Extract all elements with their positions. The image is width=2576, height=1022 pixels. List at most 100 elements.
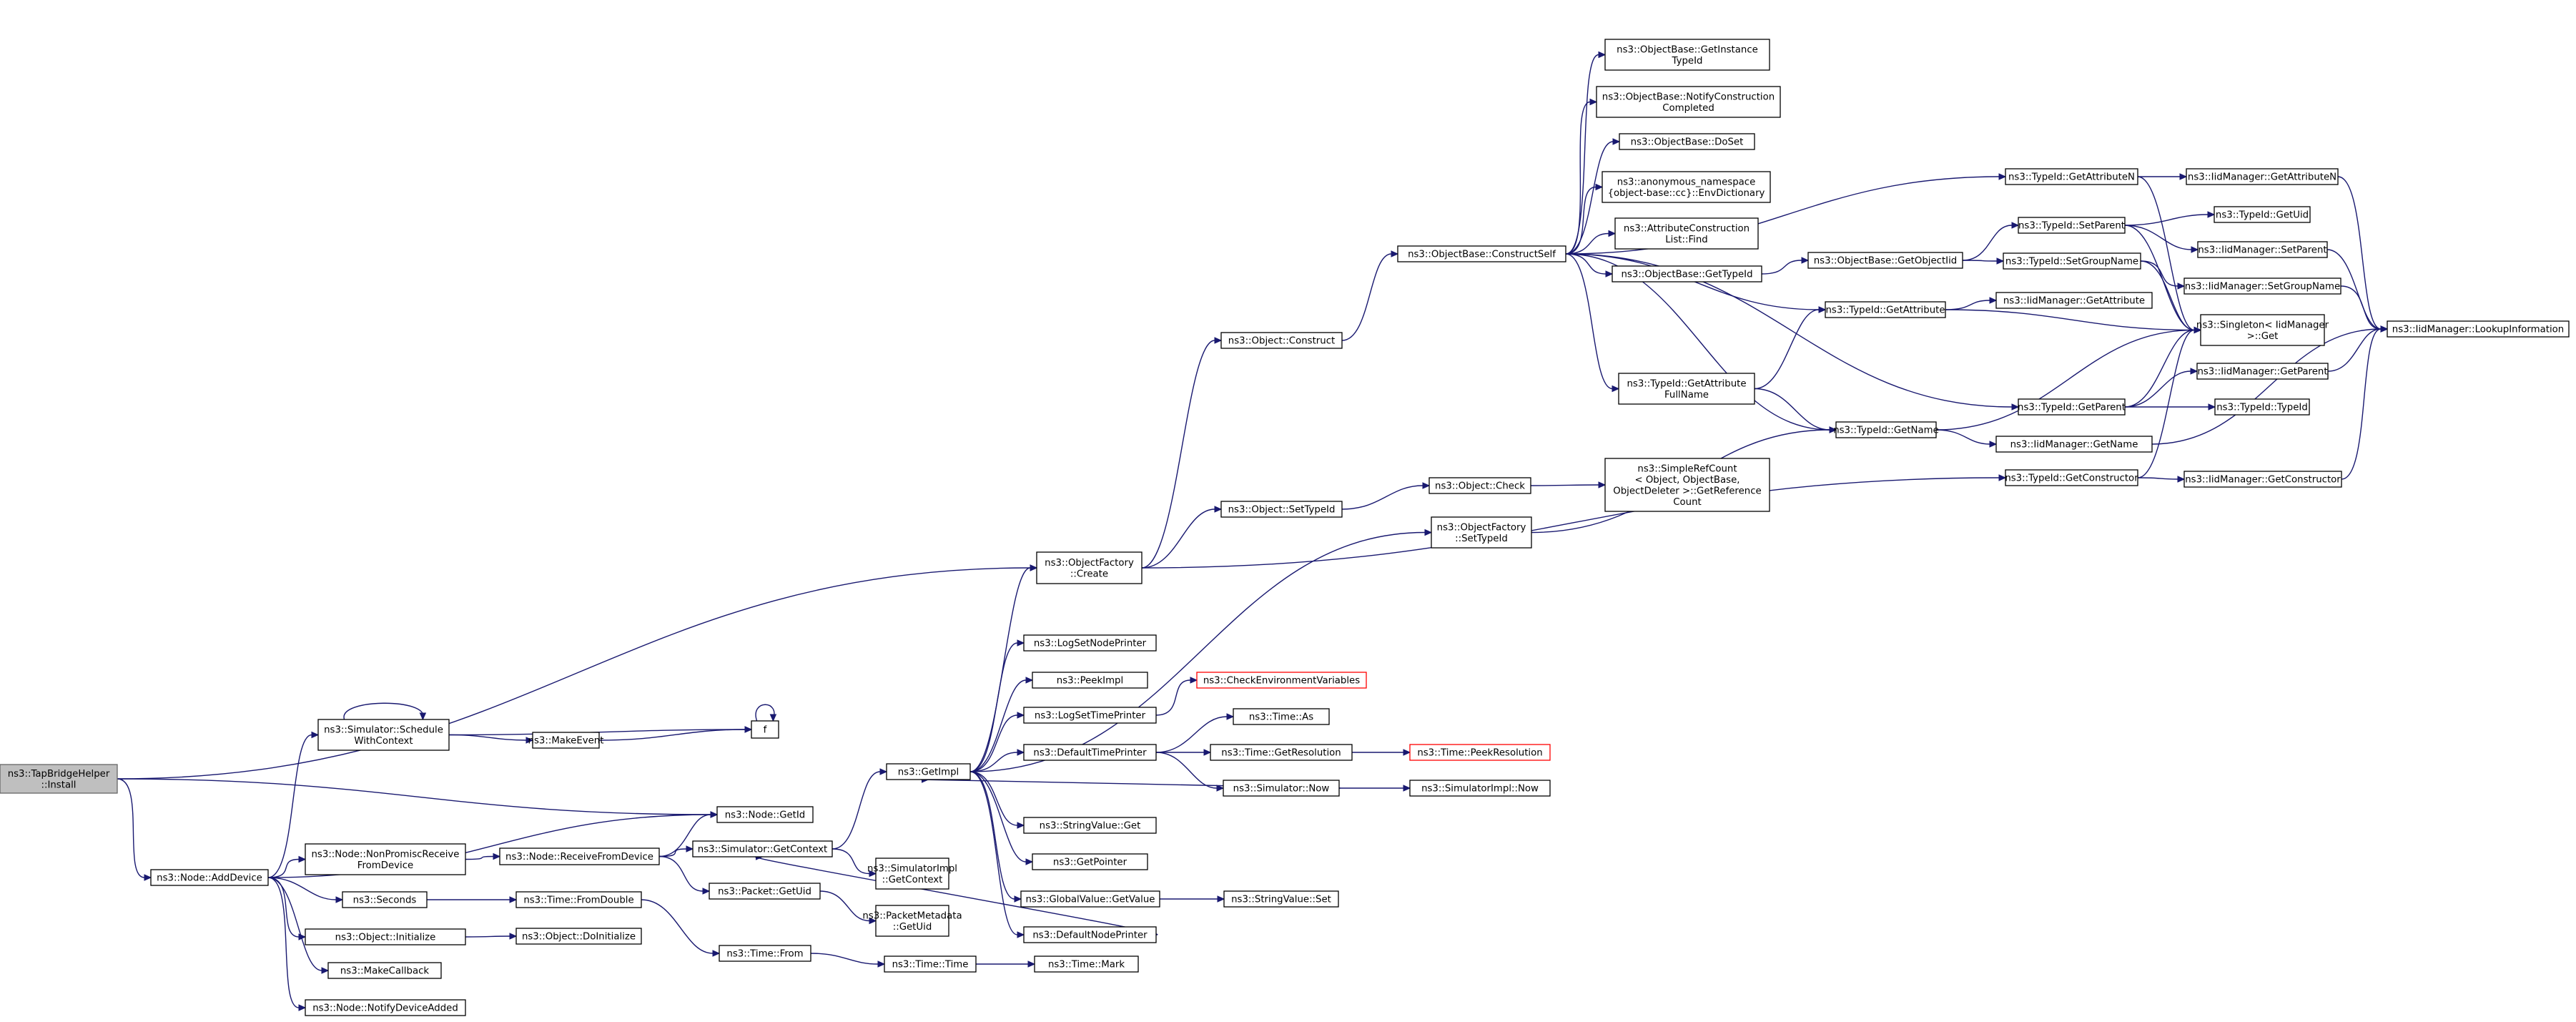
node-constructself[interactable]: ns3::ObjectBase::ConstructSelf (1397, 245, 1566, 262)
node-iidgetconstructor[interactable]: ns3::IidManager::GetConstructor (2183, 471, 2342, 488)
node-box (2214, 206, 2311, 223)
node-label: ::Create (1070, 569, 1108, 579)
node-iidgetattribute[interactable]: ns3::IidManager::GetAttribute (1995, 292, 2153, 309)
node-getid[interactable]: ns3::Node::GetId (716, 806, 814, 823)
node-checkenv[interactable]: ns3::CheckEnvironmentVariables (1196, 672, 1367, 689)
edge-constructself-to-doset (1565, 138, 1621, 255)
node-f[interactable]: f (751, 720, 779, 739)
node-box (1409, 780, 1551, 797)
node-objinit[interactable]: ns3::Object::Initialize (305, 928, 466, 945)
node-envdictionary[interactable]: ns3::anonymous_namespace{object-base::cc… (1602, 171, 1771, 203)
node-typeidsetgroupname[interactable]: ns3::TypeId::SetGroupName (2003, 252, 2141, 270)
node-box (1612, 265, 1762, 282)
node-label: ns3::ObjectFactory (1437, 522, 1526, 533)
edge-defaulttimeprinter-to-timeas (1155, 713, 1235, 753)
node-typeidsetparent[interactable]: ns3::TypeId::SetParent (2018, 217, 2126, 234)
node-objfactorycreate[interactable]: ns3::ObjectFactory::Create (1036, 551, 1143, 584)
node-iidsetgroupname[interactable]: ns3::IidManager::SetGroupName (2183, 277, 2341, 295)
node-timemark[interactable]: ns3::Time::Mark (1034, 955, 1139, 973)
edge-objfactorycreate-to-typeidgetconstructor (1141, 474, 2007, 569)
edge-typeidgetconstructor-to-iidgetconstructor (2137, 476, 2186, 483)
node-notifyconstruction[interactable]: ns3::ObjectBase::NotifyConstructionCompl… (1596, 86, 1781, 118)
node-peekimpl[interactable]: ns3::PeekImpl (1032, 672, 1148, 689)
node-root[interactable]: ns3::TapBridgeHelper::Install (0, 764, 118, 794)
node-box (2214, 398, 2310, 416)
node-timepeekres[interactable]: ns3::Time::PeekResolution (1409, 744, 1551, 761)
edge-typeidgetname-to-iidgetname (1935, 429, 1998, 448)
node-logsettimeprinter[interactable]: ns3::LogSetTimePrinter (1023, 707, 1157, 724)
edge-objsettypeid-to-objcheck (1341, 482, 1431, 510)
node-iidgetparent[interactable]: ns3::IidManager::GetParent (2196, 363, 2329, 380)
node-logsetnodeprinter[interactable]: ns3::LogSetNodePrinter (1023, 634, 1157, 652)
node-pktmetagetuid[interactable]: ns3::PacketMetadata::GetUid (862, 905, 962, 937)
node-box (2183, 277, 2341, 295)
node-seconds[interactable]: ns3::Seconds (342, 891, 428, 908)
node-simimplgetcontext[interactable]: ns3::SimulatorImpl::GetContext (867, 858, 957, 890)
node-doset[interactable]: ns3::ObjectBase::DoSet (1619, 133, 1755, 150)
node-getpointer[interactable]: ns3::GetPointer (1032, 853, 1148, 870)
node-objsettypeid[interactable]: ns3::Object::SetTypeId (1220, 501, 1343, 518)
node-timetime[interactable]: ns3::Time::Time (884, 955, 977, 973)
node-label: List::Find (1665, 235, 1707, 245)
node-typeidgetconstructor[interactable]: ns3::TypeId::GetConstructor (2005, 469, 2138, 486)
node-defaulttimeprinter[interactable]: ns3::DefaultTimePrinter (1023, 744, 1157, 761)
node-objcheck[interactable]: ns3::Object::Check (1428, 477, 1531, 494)
edge-typeidgetattributen-to-singletonget (2137, 176, 2202, 334)
node-singletonget[interactable]: ns3::Singleton< IidManager>::Get (2196, 314, 2329, 346)
node-box (1223, 890, 1339, 908)
node-box (2018, 398, 2126, 416)
node-label: ns3::TypeId::SetParent (2018, 221, 2125, 232)
node-label: ns3::TypeId::SetGroupName (2005, 257, 2138, 267)
node-stringvalueset[interactable]: ns3::StringValue::Set (1223, 890, 1339, 908)
node-defaultnodeprinter[interactable]: ns3::DefaultNodePrinter (1023, 926, 1157, 943)
node-typeidgetattributen[interactable]: ns3::TypeId::GetAttributeN (2005, 168, 2138, 185)
node-fromdouble[interactable]: ns3::Time::FromDouble (515, 891, 642, 908)
node-label: ns3::PacketMetadata (862, 910, 962, 921)
node-notifyadded[interactable]: ns3::Node::NotifyDeviceAdded (305, 999, 466, 1016)
node-getobjectiid[interactable]: ns3::ObjectBase::GetObjectIid (1807, 252, 1963, 269)
node-objfactorysettypeid[interactable]: ns3::ObjectFactory::SetTypeId (1431, 516, 1532, 549)
node-packetgetuid[interactable]: ns3::Packet::GetUid (709, 883, 821, 900)
node-label: ns3::Packet::GetUid (718, 887, 811, 898)
node-iidgetname[interactable]: ns3::IidManager::GetName (1995, 436, 2153, 453)
node-simimplnow[interactable]: ns3::SimulatorImpl::Now (1409, 780, 1551, 797)
node-timeas[interactable]: ns3::Time::As (1233, 708, 1330, 725)
node-box (2018, 217, 2126, 234)
node-getimpl[interactable]: ns3::GetImpl (886, 763, 971, 780)
node-stringvalueget[interactable]: ns3::StringValue::Get (1023, 817, 1157, 834)
edge-timegetres-to-timepeekres (1352, 749, 1411, 756)
node-adddevice[interactable]: ns3::Node::AddDevice (150, 869, 269, 886)
node-simnow[interactable]: ns3::Simulator::Now (1223, 780, 1340, 797)
node-globalgetvalue[interactable]: ns3::GlobalValue::GetValue (1020, 890, 1160, 908)
node-label: ns3::Node::NonPromiscReceive (312, 849, 460, 860)
node-typeidgetuid[interactable]: ns3::TypeId::GetUid (2214, 206, 2311, 223)
node-simplerefcount[interactable]: ns3::SimpleRefCount< Object, ObjectBase,… (1604, 458, 1770, 512)
edge-typeidgetparent-to-typeidtypeid (2125, 403, 2216, 411)
node-objbasegettypeid[interactable]: ns3::ObjectBase::GetTypeId (1612, 265, 1762, 282)
node-recvfromdev[interactable]: ns3::Node::ReceiveFromDevice (499, 847, 660, 865)
node-lookupinfo[interactable]: ns3::IidManager::LookupInformation (2387, 320, 2570, 338)
node-typeidtypeid[interactable]: ns3::TypeId::TypeId (2214, 398, 2310, 416)
node-makeevent[interactable]: ns3::MakeEvent (528, 732, 604, 749)
node-objconstruct[interactable]: ns3::Object::Construct (1220, 332, 1343, 349)
node-box (2387, 320, 2570, 338)
node-box (886, 763, 971, 780)
node-makecallback[interactable]: ns3::MakeCallback (327, 962, 442, 979)
node-layer: ns3::TapBridgeHelper::Installns3::Node::… (0, 39, 2570, 1016)
node-typeidgetname[interactable]: ns3::TypeId::GetName (1833, 421, 1939, 438)
node-typeidgetparent[interactable]: ns3::TypeId::GetParent (2018, 398, 2126, 416)
node-objdoinit[interactable]: ns3::Object::DoInitialize (515, 928, 642, 945)
edge-timetime-to-timemark (975, 960, 1036, 968)
node-timefrom[interactable]: ns3::Time::From (719, 945, 811, 962)
node-timegetres[interactable]: ns3::Time::GetResolution (1210, 744, 1353, 761)
edge-getimpl-to-globalgetvalue (969, 771, 1022, 903)
node-simgetcontext[interactable]: ns3::Simulator::GetContext (692, 840, 833, 858)
node-iidsetparent[interactable]: ns3::IidManager::SetParent (2197, 241, 2328, 258)
node-iidgetattributen[interactable]: ns3::IidManager::GetAttributeN (2186, 168, 2339, 185)
node-typeidgetattribute[interactable]: ns3::TypeId::GetAttribute (1825, 301, 1946, 318)
